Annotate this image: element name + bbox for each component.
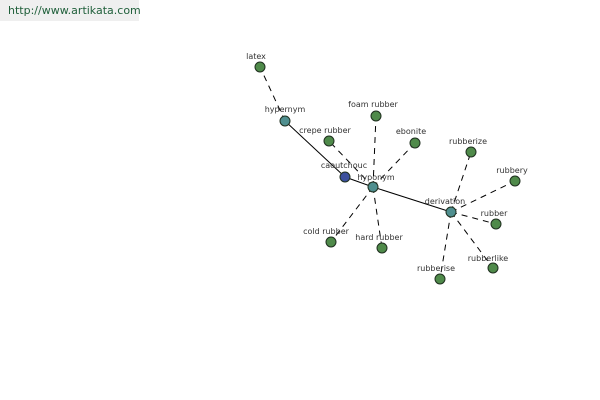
node-marker-crepe-rubber[interactable] xyxy=(323,135,335,147)
node-marker-hypernym-top[interactable] xyxy=(279,115,291,127)
node-rubberize[interactable]: rubberize xyxy=(449,137,487,158)
edge-derivation-to-rubberise xyxy=(439,211,452,280)
node-marker-caoutchouc[interactable] xyxy=(339,171,351,183)
node-marker-rubber[interactable] xyxy=(490,218,502,230)
node-hyponym[interactable]: hyponym xyxy=(357,173,395,193)
node-marker-derivation[interactable] xyxy=(445,206,457,218)
node-label-hyponym: hyponym xyxy=(357,173,395,182)
node-label-rubberlike: rubberlike xyxy=(468,254,509,263)
node-label-latex: latex xyxy=(246,52,266,61)
node-marker-foam-rubber[interactable] xyxy=(370,110,382,122)
node-marker-hard-rubber[interactable] xyxy=(376,242,388,254)
node-label-rubbery: rubbery xyxy=(496,166,528,175)
node-label-foam-rubber: foam rubber xyxy=(348,100,398,109)
node-marker-rubberize[interactable] xyxy=(465,146,477,158)
edge-derivation-to-rubbery xyxy=(450,180,516,213)
node-marker-rubberlike[interactable] xyxy=(487,262,499,274)
node-cold-rubber[interactable]: cold rubber xyxy=(303,227,350,248)
edge-hyponym-to-derivation xyxy=(372,186,452,213)
node-hypernym-top[interactable]: hypernym xyxy=(265,105,306,127)
edge-hypernym-top-to-latex xyxy=(259,66,286,122)
node-caoutchouc[interactable]: caoutchouc xyxy=(321,161,367,183)
edge-derivation-to-rubber xyxy=(450,211,497,225)
source-url-text: http://www.artikata.com xyxy=(8,4,141,17)
node-marker-latex[interactable] xyxy=(254,61,266,73)
node-rubbery[interactable]: rubbery xyxy=(496,166,528,187)
node-marker-ebonite[interactable] xyxy=(409,137,421,149)
node-label-rubberize: rubberize xyxy=(449,137,487,146)
node-crepe-rubber[interactable]: crepe rubber xyxy=(299,126,352,147)
node-marker-cold-rubber[interactable] xyxy=(325,236,337,248)
node-label-hard-rubber: hard rubber xyxy=(355,233,403,242)
edge-hyponym-to-cold-rubber xyxy=(330,186,374,243)
node-derivation[interactable]: derivation xyxy=(425,197,465,218)
node-ebonite[interactable]: ebonite xyxy=(396,127,426,149)
node-hard-rubber[interactable]: hard rubber xyxy=(355,233,403,254)
edge-caoutchouc-to-hypernym-top xyxy=(284,120,346,178)
node-marker-rubberise[interactable] xyxy=(434,273,446,285)
node-rubberlike[interactable]: rubberlike xyxy=(468,254,509,274)
source-url-banner: http://www.artikata.com xyxy=(0,0,141,21)
node-label-rubberise: rubberise xyxy=(417,264,455,273)
node-label-crepe-rubber: crepe rubber xyxy=(299,126,351,135)
node-foam-rubber[interactable]: foam rubber xyxy=(348,100,399,122)
node-marker-rubbery[interactable] xyxy=(509,175,521,187)
edge-hyponym-to-foam-rubber xyxy=(372,115,377,188)
node-label-cold-rubber: cold rubber xyxy=(303,227,350,236)
node-latex[interactable]: latex xyxy=(246,52,266,73)
node-label-derivation: derivation xyxy=(425,197,465,206)
node-label-rubber: rubber xyxy=(481,209,508,218)
node-label-caoutchouc: caoutchouc xyxy=(321,161,367,170)
node-marker-hyponym[interactable] xyxy=(367,181,379,193)
node-rubberise[interactable]: rubberise xyxy=(417,264,455,285)
node-label-hypernym-top: hypernym xyxy=(265,105,306,114)
node-label-ebonite: ebonite xyxy=(396,127,426,136)
node-rubber[interactable]: rubber xyxy=(481,209,508,230)
nodes-layer: caoutchouc hypernym hyponym derivation latex… xyxy=(246,52,528,285)
edge-derivation-to-rubberlike xyxy=(450,211,494,269)
